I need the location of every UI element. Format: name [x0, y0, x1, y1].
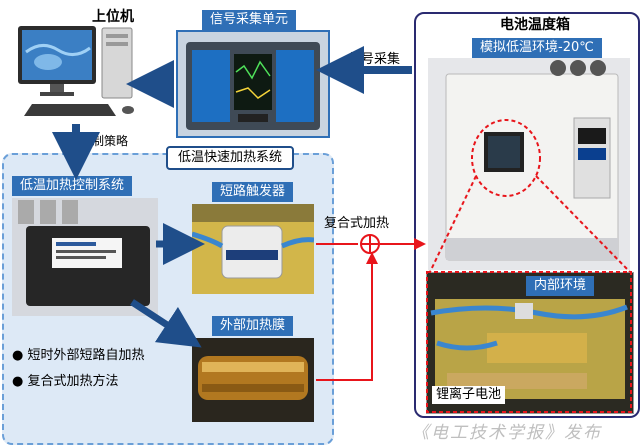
arrow-controller-to-film: [130, 299, 202, 348]
short-trigger-label: 短路触发器: [212, 182, 294, 202]
chamber-image: [428, 58, 630, 270]
heating-film-label: 外部加热膜: [212, 316, 294, 336]
bullet-dot-icon: ●: [12, 348, 28, 363]
controller-image: [12, 198, 158, 316]
chamber-env-label: 模拟低温环境-20℃: [472, 38, 602, 58]
signal-unit-label: 信号采集单元: [202, 10, 297, 30]
heating-system-title: 低温快速加热系统: [166, 146, 295, 170]
controller-label: 低温加热控制系统: [12, 176, 133, 196]
bullet-1: ● 短时外部短路自加热: [12, 348, 145, 363]
composite-heating-label: 复合式加热: [324, 216, 390, 231]
heating-film-image: [192, 338, 314, 422]
pc-label: 上位机: [92, 9, 134, 25]
bullet-2: ● 复合式加热方法: [12, 374, 119, 389]
signal-unit-image: [176, 30, 330, 138]
watermark-text: 《电工技术学报》发布: [412, 423, 602, 443]
window-callout-ellipse: [471, 119, 541, 197]
inner-env-image: [426, 272, 634, 414]
inner-env-label: 内部环境: [526, 276, 595, 296]
pc-image: [12, 22, 142, 122]
battery-chamber-frame: [414, 12, 640, 418]
sum-junction-icon: [360, 234, 380, 254]
bullet-dot-icon: ●: [12, 374, 28, 389]
short-trigger-image: [192, 204, 314, 294]
battery-chamber-label: 电池温度箱: [500, 17, 570, 33]
battery-label: 锂离子电池: [432, 386, 506, 404]
